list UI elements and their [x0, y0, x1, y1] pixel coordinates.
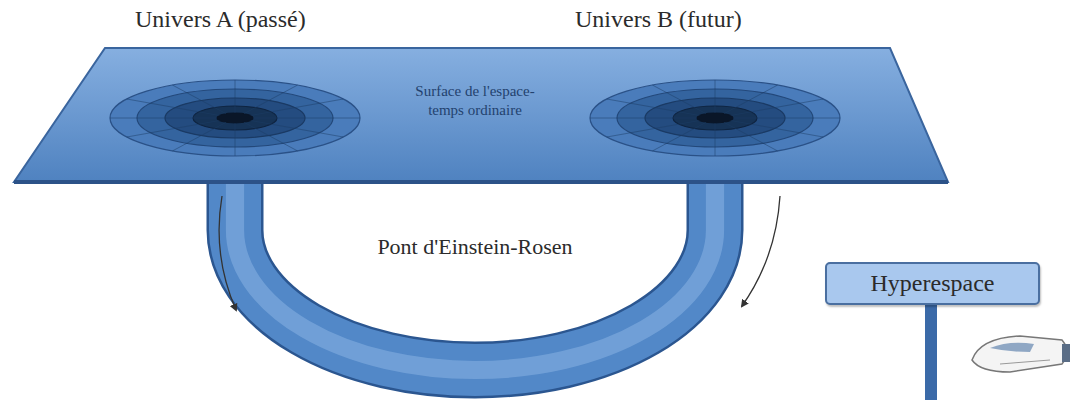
spaceship-icon [972, 336, 1070, 372]
universe-funnel: Univers B (futur) [572, 6, 862, 160]
funnel-grid-line [110, 118, 217, 119]
funnel-grid-line [607, 99, 700, 116]
signpost-box: Hyperespace [825, 262, 1040, 305]
funnel-grid-line [590, 118, 697, 119]
funnel-grid-line [724, 122, 778, 151]
einstein-rosen-tube [235, 160, 715, 370]
funnel-grid-line [253, 118, 360, 119]
spacetime-plane [14, 48, 948, 182]
funnel-grid-line [653, 85, 707, 114]
funnel-grid-line [235, 123, 236, 156]
funnel-grid-line [715, 123, 716, 156]
funnel-grid-line [715, 80, 716, 113]
funnel-grid-line [244, 85, 298, 114]
funnel-grid-line [733, 118, 840, 119]
funnel-ring [697, 113, 733, 123]
funnel-grid-line [724, 85, 778, 114]
curved-arrow-right [742, 196, 780, 306]
funnel-grid-line [173, 122, 227, 151]
funnel-grid-line [127, 99, 220, 116]
funnel-grid-line [173, 85, 227, 114]
universe-funnel: Univers A (passé) [105, 6, 385, 160]
funnel-ring [590, 80, 840, 156]
funnel-ring [217, 113, 253, 123]
universe-label: Univers B (futur) [572, 6, 742, 33]
sign-text: Hyperespace [871, 270, 995, 297]
funnel-grid-line [731, 99, 824, 116]
funnel-grid-line [653, 122, 707, 151]
funnel-grid-line [251, 121, 344, 138]
plane-edge [14, 180, 948, 184]
funnel-grid-line [235, 80, 236, 113]
funnel-grid-line [731, 121, 824, 138]
funnel-grid-line [607, 121, 700, 138]
funnel-ring [110, 80, 360, 156]
curved-arrow-left [219, 196, 236, 310]
funnel-grid-line [244, 122, 298, 151]
funnel-grid-line [251, 99, 344, 116]
funnel-grid-line [127, 121, 220, 138]
universe-label: Univers A (passé) [105, 6, 306, 33]
plane-label: Surface de l'espace-temps ordinaire [410, 82, 540, 120]
sign-post [925, 300, 937, 400]
bridge-label: Pont d'Einstein-Rosen [374, 234, 575, 260]
